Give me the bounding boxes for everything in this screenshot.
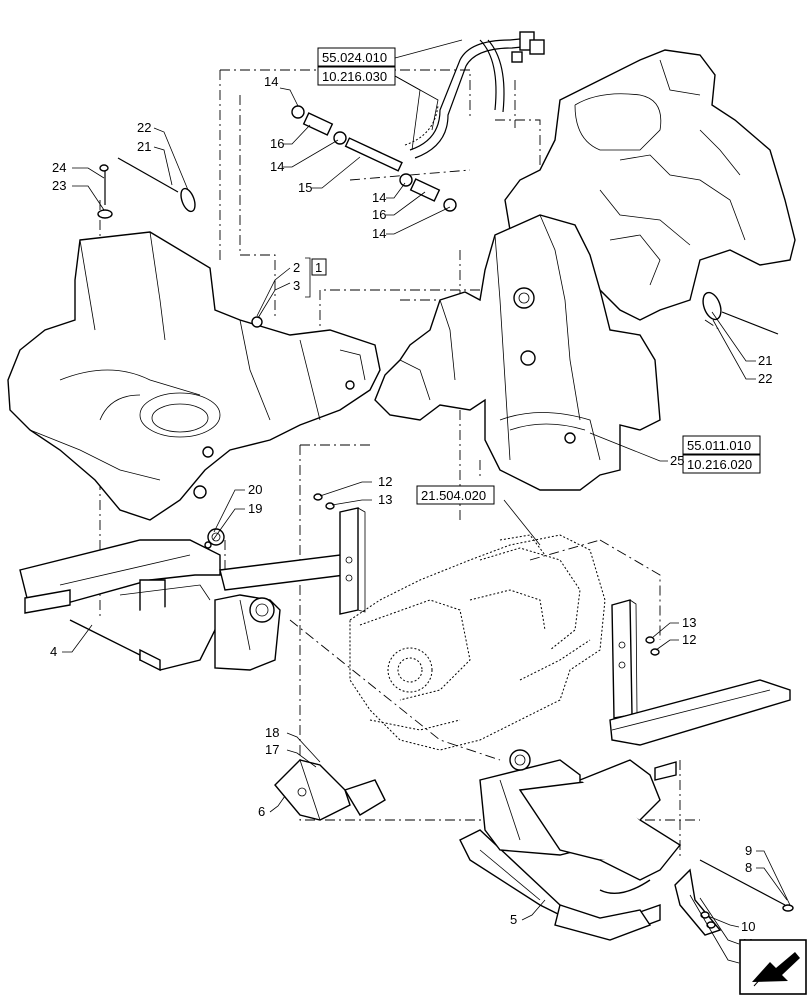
- reference-box-21-504-020[interactable]: [416, 485, 495, 505]
- callout-19: 19: [248, 501, 262, 516]
- leader-lines: [62, 39, 791, 964]
- callout-14: 14: [270, 159, 284, 174]
- callout-12: 12: [378, 474, 392, 489]
- shield-bracket: [274, 759, 386, 821]
- callout-2: 2: [293, 260, 300, 275]
- callout-9: 9: [745, 843, 752, 858]
- callout-8: 8: [745, 860, 752, 875]
- reference-box-1[interactable]: [311, 258, 327, 276]
- reference-label-21-504-020[interactable]: 21.504.020: [421, 488, 486, 503]
- callout-21: 21: [758, 353, 772, 368]
- callout-17: 17: [265, 742, 279, 757]
- small-parts-top: [97, 105, 779, 335]
- right-support-frame: [459, 679, 791, 941]
- callout-21: 21: [137, 139, 151, 154]
- callout-22: 22: [758, 371, 772, 386]
- hose-harness: [404, 31, 545, 159]
- left-fuel-tank: [7, 231, 381, 521]
- transmission-housing: [349, 534, 606, 751]
- callout-1: 1: [315, 260, 322, 275]
- callout-22: 22: [137, 120, 151, 135]
- bracket-left: [313, 493, 366, 615]
- bracket-7: [674, 859, 794, 936]
- callout-16: 16: [270, 136, 284, 151]
- callout-14: 14: [372, 226, 386, 241]
- callout-4: 4: [50, 644, 57, 659]
- callout-6: 6: [258, 804, 265, 819]
- left-support-frame: [19, 528, 346, 672]
- reference-label-55-011-010[interactable]: 55.011.010: [687, 438, 751, 453]
- callout-18: 18: [265, 725, 279, 740]
- reference-label-10-216-020[interactable]: 10.216.020: [687, 457, 752, 472]
- bracket-right: [611, 599, 660, 719]
- callout-13: 13: [378, 492, 392, 507]
- reference-boxes: 55.024.010 10.216.030 55.011.010 10.216.…: [311, 47, 761, 505]
- reference-box-55-011-010[interactable]: [682, 435, 761, 455]
- callout-16: 16: [372, 207, 386, 222]
- callout-20: 20: [248, 482, 262, 497]
- callout-23: 23: [52, 178, 66, 193]
- callout-15: 15: [298, 180, 312, 195]
- next-page-arrow-icon[interactable]: [739, 939, 807, 995]
- reference-box-55-024-010[interactable]: [317, 47, 396, 67]
- reference-label-55-024-010[interactable]: 55.024.010: [322, 50, 387, 65]
- callout-24: 24: [52, 160, 66, 175]
- callout-14: 14: [372, 190, 386, 205]
- reference-box-10-216-020[interactable]: [682, 454, 761, 474]
- reference-label-10-216-030[interactable]: 10.216.030: [322, 69, 387, 84]
- callout-labels: 14 16 14 15 14 16 14 22 21 24 23 2 3 1 2…: [50, 74, 772, 970]
- callout-3: 3: [293, 278, 300, 293]
- callout-5: 5: [510, 912, 517, 927]
- callout-14: 14: [264, 74, 278, 89]
- callout-10: 10: [741, 919, 755, 934]
- callout-25: 25: [670, 453, 684, 468]
- callout-13: 13: [682, 615, 696, 630]
- right-fuel-tank: [374, 49, 796, 491]
- reference-box-10-216-030[interactable]: [317, 66, 396, 86]
- callout-12: 12: [682, 632, 696, 647]
